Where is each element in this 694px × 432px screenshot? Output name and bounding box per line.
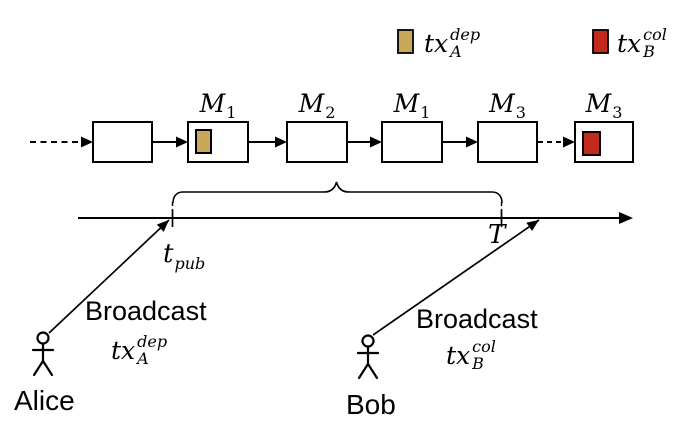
- chain-arrowheads: [81, 136, 575, 148]
- deposit-tx-marker: [195, 129, 212, 154]
- collateral-tx-marker: [582, 131, 601, 156]
- arrowhead-icon: [81, 136, 93, 148]
- bob-tx-label: tx col B: [446, 337, 496, 373]
- legend-collateral-sub: B: [643, 42, 655, 61]
- collateral-tx-swatch-icon: [592, 29, 609, 54]
- bob-broadcast-text: Broadcast: [416, 304, 538, 334]
- legend-collateral-label: tx col B: [617, 26, 667, 60]
- block-label-m1-b: M1: [393, 89, 431, 122]
- arrowhead-icon: [176, 136, 188, 148]
- block-0: [92, 121, 153, 163]
- timeline-arrowhead-icon: [619, 212, 633, 224]
- t-pub-label: tpub: [163, 239, 206, 273]
- legend-deposit-sub: A: [450, 42, 462, 61]
- block-label-m3-a: M3: [489, 89, 526, 122]
- bob-name-label: Bob: [346, 389, 396, 420]
- arrowhead-icon: [563, 136, 575, 148]
- legend-deposit-label: tx dep A: [424, 26, 480, 60]
- bob-stick-figure-icon: [356, 334, 380, 380]
- t-end-label: T: [488, 220, 506, 250]
- alice-stick-figure-icon: [31, 331, 55, 377]
- block-label-m1-a: M1: [199, 89, 237, 122]
- deposit-tx-swatch-icon: [397, 29, 414, 54]
- legend-deposit-sup: dep: [450, 25, 481, 44]
- interval-brace: [172, 181, 503, 204]
- alice-broadcast-text: Broadcast: [85, 296, 207, 326]
- block-4-m3: [477, 121, 538, 163]
- alice-name-label: Alice: [14, 385, 75, 416]
- legend-collateral-base: tx: [617, 28, 642, 58]
- bob-broadcast-arrow: [372, 219, 540, 336]
- alice-broadcast-arrow: [48, 219, 170, 334]
- alice-tx-label: tx dep A: [111, 332, 168, 368]
- legend-collateral-sup: col: [643, 25, 667, 44]
- arrowhead-icon: [370, 136, 382, 148]
- arrowhead-icon: [466, 136, 478, 148]
- blockchain-blocks: [92, 121, 634, 163]
- block-2-m2: [286, 121, 348, 163]
- legend-deposit-base: tx: [424, 28, 449, 58]
- block-label-m2: M2: [298, 89, 336, 122]
- block-label-m3-b: M3: [585, 89, 623, 122]
- arrowhead-icon: [275, 136, 287, 148]
- block-3-m1: [381, 121, 443, 163]
